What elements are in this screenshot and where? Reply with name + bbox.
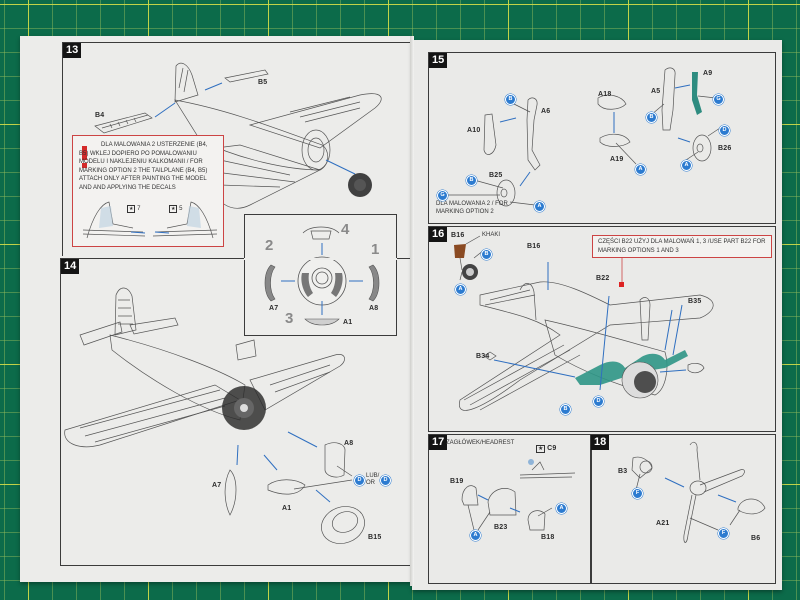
- part-label: A9: [703, 70, 713, 77]
- step-14-panel: 14: [60, 258, 410, 566]
- part-label: A19: [610, 156, 624, 163]
- step-number: 18: [591, 435, 610, 450]
- part-label: B5: [258, 79, 268, 86]
- part-label: A8: [369, 305, 379, 312]
- marking-option-note: DLA MALOWANIA 2 / FOR MARKING OPTION 2: [436, 201, 508, 215]
- step-number: 15: [429, 53, 448, 68]
- part-label: B19: [450, 478, 464, 485]
- star-icon: ★: [127, 205, 136, 213]
- part-label: B15: [368, 534, 382, 541]
- callout-letter: G: [437, 190, 448, 201]
- step-title: ZAGŁÓWEK/HEADREST: [446, 440, 515, 446]
- step-13-panel: 13: [62, 42, 410, 256]
- callout-letter: G: [713, 94, 724, 105]
- star-icon: ★: [536, 445, 546, 453]
- part-label: A7: [269, 305, 279, 312]
- cowling-order-inset: 2 4 1 3 A7 A8 A1: [244, 214, 397, 336]
- part-label: B3: [618, 468, 628, 475]
- callout-letter: B: [481, 249, 492, 260]
- order-number: 2: [265, 237, 274, 254]
- step-16-panel: 16: [428, 226, 776, 432]
- part-label: B25: [489, 172, 503, 179]
- part-label: B35: [688, 298, 702, 305]
- booklet-spine: [410, 36, 414, 586]
- callout-letter: A: [681, 160, 692, 171]
- callout-letter: B: [560, 404, 571, 415]
- part-label: A1: [282, 505, 292, 512]
- callout-letter: D: [719, 125, 730, 136]
- callout-letter: A: [470, 530, 481, 541]
- part-label: B16: [527, 243, 541, 250]
- step-number: 17: [429, 435, 448, 450]
- part-usage-note: CZĘŚCI B22 UŻYJ DLA MALOWAŃ 1, 3 /USE PA…: [592, 235, 772, 258]
- part-label: A8: [344, 440, 354, 447]
- step-number: 16: [429, 227, 448, 242]
- callout-letter: A: [556, 503, 567, 514]
- callout-letter: B: [505, 94, 516, 105]
- callout-letter: B: [466, 175, 477, 186]
- part-label: A5: [651, 88, 661, 95]
- callout-letter: D: [354, 475, 365, 486]
- part-label: B26: [718, 145, 732, 152]
- callout-letter: A: [455, 284, 466, 295]
- warning-note: DLA MALOWANIA 2 USTERZENIE (B4, B5) WKLE…: [72, 135, 224, 247]
- panel-gap: [244, 258, 397, 260]
- order-number: 1: [371, 241, 380, 258]
- star-icon: ★: [169, 205, 178, 213]
- exclamation-icon: [82, 146, 87, 168]
- part-label: B34: [476, 353, 490, 360]
- paint-label: KHAKI: [482, 232, 501, 238]
- cowling-diagram: [264, 226, 380, 326]
- order-number: 4: [341, 221, 350, 238]
- step-17-panel: 17: [428, 434, 592, 584]
- part-label: A1: [343, 319, 353, 326]
- part-label: B6: [751, 535, 761, 542]
- callout-letter: F: [632, 488, 643, 499]
- part-label: A7: [212, 482, 222, 489]
- decal-ref: ★ 5: [169, 205, 183, 213]
- part-label: B22: [596, 275, 610, 282]
- step-15-panel: 15: [428, 52, 776, 224]
- decal-ref: ★ 7: [127, 205, 141, 213]
- step-number: 14: [61, 259, 80, 274]
- part-label: A6: [541, 108, 551, 115]
- part-label: B16: [451, 232, 465, 239]
- warning-note-text: DLA MALOWANIA 2 USTERZENIE (B4, B5) WKLE…: [79, 142, 208, 191]
- callout-letter: F: [718, 528, 729, 539]
- part-label: A21: [656, 520, 670, 527]
- decal-ref: ★ C9: [536, 445, 557, 453]
- part-label: B23: [494, 524, 508, 531]
- part-label: B4: [95, 112, 105, 119]
- callout-letter: A: [635, 164, 646, 175]
- part-label: A10: [467, 127, 481, 134]
- callout-letter: B: [646, 112, 657, 123]
- step-number: 13: [63, 43, 82, 58]
- part-label: A18: [598, 91, 612, 98]
- part-label: B18: [541, 534, 555, 541]
- order-number: 3: [285, 310, 294, 327]
- tail-detail-drawing: [82, 201, 218, 239]
- step-18-panel: 18: [590, 434, 776, 584]
- callout-letter: A: [534, 201, 545, 212]
- callout-letter: D: [593, 396, 604, 407]
- callout-text: LUB/ OR: [366, 473, 380, 486]
- callout-letter: D: [380, 475, 391, 486]
